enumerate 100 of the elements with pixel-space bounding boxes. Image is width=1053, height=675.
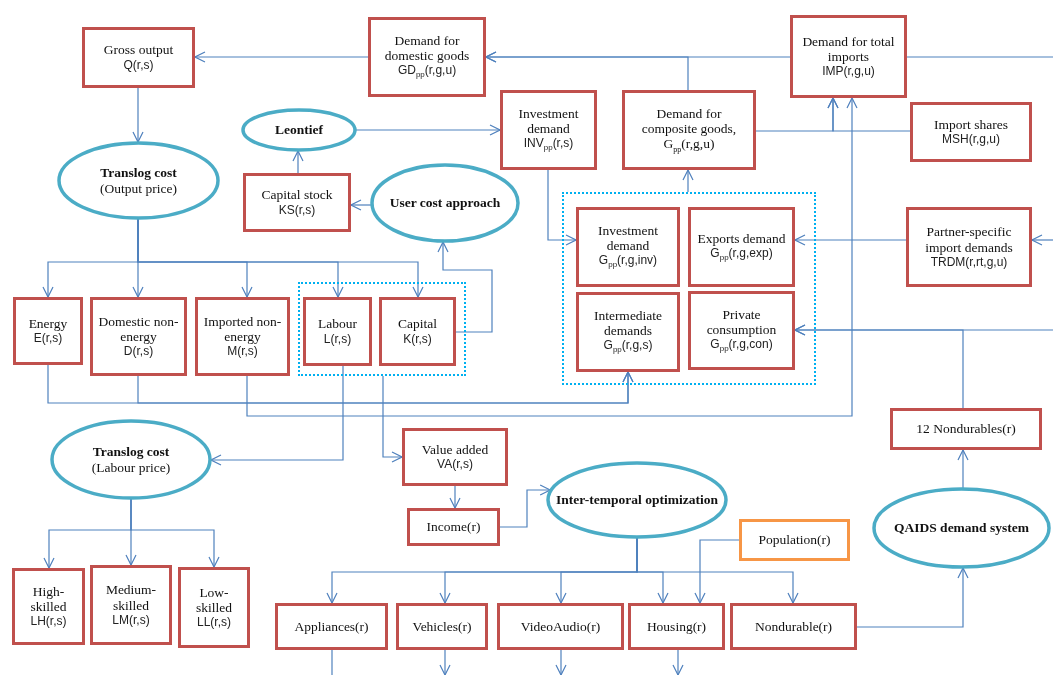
variable-label: LH(r,s) bbox=[30, 614, 67, 630]
process-box bbox=[407, 508, 500, 546]
node-title: Imported non-energy bbox=[202, 313, 283, 345]
process-box bbox=[195, 297, 290, 376]
process-box bbox=[178, 567, 250, 648]
process-box bbox=[402, 428, 508, 486]
variable-label: LL(r,s) bbox=[197, 615, 231, 631]
node-title: Gross output bbox=[102, 42, 175, 58]
node-title: Appliances(r) bbox=[293, 618, 370, 635]
node-title: Domestic non-energy bbox=[97, 313, 180, 345]
variable-label: IMP(r,g,u) bbox=[822, 64, 875, 80]
variable-label: L(r,s) bbox=[323, 331, 352, 347]
arrow bbox=[350, 199, 372, 211]
node-title: Housing(r) bbox=[645, 618, 708, 635]
node-title: Investment demand bbox=[517, 106, 580, 137]
arrow bbox=[355, 124, 501, 136]
arrow bbox=[485, 51, 689, 91]
node-subtitle: (Output price) bbox=[99, 180, 178, 196]
node-title: Demand for domestic goods bbox=[383, 33, 471, 64]
arrow bbox=[437, 241, 493, 333]
arrow bbox=[682, 169, 694, 193]
process-box bbox=[688, 291, 795, 370]
node-title: Import shares bbox=[933, 116, 1009, 133]
node-title: Investment demand bbox=[597, 223, 659, 254]
node-title: Low-skilled bbox=[195, 584, 233, 616]
process-box bbox=[622, 90, 756, 170]
node-title: Labour bbox=[317, 316, 358, 332]
process-box bbox=[368, 17, 486, 97]
process-box bbox=[628, 603, 725, 650]
process-box bbox=[497, 603, 624, 650]
process-box bbox=[275, 603, 388, 650]
arrow bbox=[856, 567, 969, 628]
arrow bbox=[382, 375, 403, 463]
arrow bbox=[694, 539, 740, 604]
node-title: Translog cost bbox=[91, 444, 171, 460]
process-box bbox=[890, 408, 1042, 450]
process-box bbox=[243, 173, 351, 232]
variable-label: D(r,s) bbox=[123, 344, 154, 360]
process-box bbox=[910, 102, 1032, 162]
variable-label: KS(r,s) bbox=[278, 202, 316, 218]
node-title: 12 Nondurables(r) bbox=[915, 421, 1017, 437]
process-box bbox=[790, 15, 907, 98]
arrow bbox=[246, 97, 858, 417]
node-title: Exports demand bbox=[696, 230, 787, 246]
variable-label: MSH(r,g,u) bbox=[942, 132, 1000, 148]
node-title: Translog cost bbox=[99, 165, 178, 181]
arrow bbox=[827, 97, 911, 132]
arrow bbox=[449, 485, 461, 509]
process-box bbox=[576, 207, 680, 287]
arrow bbox=[439, 649, 451, 675]
arrow bbox=[794, 324, 964, 409]
connector-line bbox=[331, 649, 333, 675]
arrow bbox=[499, 484, 551, 528]
arrow bbox=[555, 649, 567, 675]
process-box bbox=[90, 297, 187, 376]
arrow bbox=[130, 498, 220, 568]
node-title: Nondurable(r) bbox=[753, 618, 834, 635]
arrow bbox=[957, 449, 969, 489]
variable-label: GD$_{pp}$(r,g,u) bbox=[397, 63, 457, 81]
process-box bbox=[396, 603, 488, 650]
node-title: Intermediate demands bbox=[592, 308, 664, 339]
arrow bbox=[672, 649, 684, 675]
process-box bbox=[688, 207, 795, 287]
variable-label: G$_{pp}$(r,g,inv) bbox=[598, 253, 658, 271]
node-title: High-skilled bbox=[29, 583, 68, 615]
variable-label: VA(r,s) bbox=[437, 457, 473, 473]
variable-label: M(r,s) bbox=[227, 344, 258, 360]
node-title: Demand for total imports bbox=[801, 33, 896, 65]
variable-label: LM(r,s) bbox=[112, 612, 150, 628]
variable-label: G$_{pp}$(r,g,con) bbox=[710, 336, 773, 355]
variable-label: TRDM(r,rt,g,u) bbox=[930, 254, 1008, 270]
node-title: Private consumption bbox=[705, 306, 778, 337]
arrow bbox=[194, 51, 369, 63]
node-title: Vehicles(r) bbox=[411, 618, 473, 635]
variable-label: G$_{pp}$(r,g,exp) bbox=[710, 245, 773, 264]
variable-label: INV$_{pp}$(r,s) bbox=[523, 136, 574, 154]
arrow bbox=[132, 87, 144, 143]
arrow bbox=[794, 234, 907, 246]
process-box bbox=[303, 297, 372, 366]
connector-line bbox=[906, 56, 1053, 58]
node-title: Capital bbox=[397, 316, 438, 332]
node-title: QAIDS demand system bbox=[893, 520, 1030, 536]
process-box bbox=[500, 90, 597, 170]
node-title: Energy bbox=[27, 315, 69, 332]
node-title: Demand for composite goods, G$_{pp}$(r,g,u) bbox=[640, 105, 738, 155]
process-box bbox=[82, 27, 195, 88]
node-title: Inter-temporal optimization bbox=[555, 492, 719, 508]
variable-label: Q(r,s) bbox=[123, 57, 154, 73]
process-box bbox=[739, 519, 850, 561]
arrow bbox=[137, 371, 634, 404]
process-box bbox=[906, 207, 1032, 287]
variable-label: E(r,s) bbox=[33, 331, 63, 347]
node-title: Value added bbox=[420, 441, 490, 458]
variable-label: G$_{pp}$(r,g,s) bbox=[603, 338, 653, 356]
process-box bbox=[576, 292, 680, 372]
process-box bbox=[379, 297, 456, 366]
dotted-group-frame bbox=[562, 192, 816, 385]
node-subtitle: (Labour price) bbox=[90, 459, 172, 475]
node-title: Leontief bbox=[274, 122, 324, 138]
node-title: Capital stock bbox=[260, 187, 334, 203]
